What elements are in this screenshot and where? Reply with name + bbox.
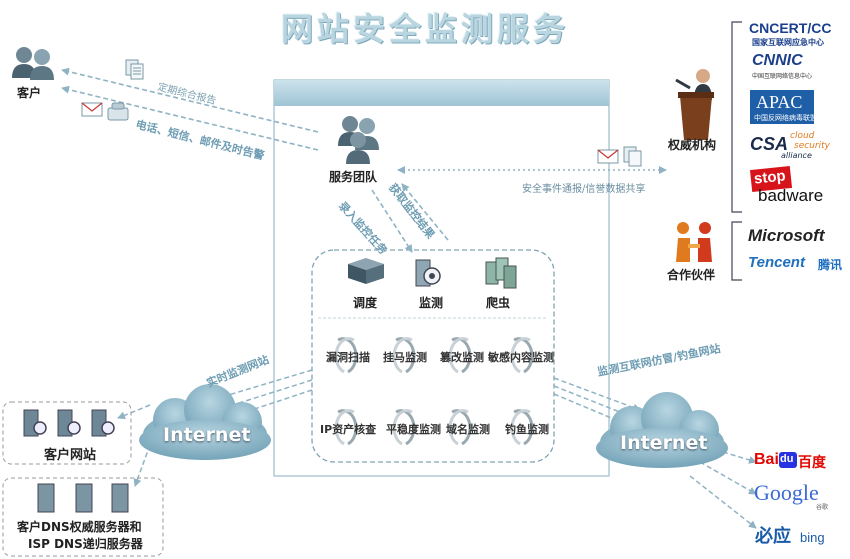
stop-logo-bg [749,165,793,193]
tencent-cn-logo: 腾讯 [818,258,843,272]
module-crawler-label: 爬虫 [486,296,511,310]
badware-logo: badware [758,186,824,205]
service-panel [311,249,555,463]
service-stability: 平稳度监测 [386,423,441,436]
baidu-du-bg [779,452,797,468]
service-domain: 域名监测 [446,423,490,436]
service-vuln-scan: 漏洞扫描 [326,351,370,364]
customer-icon [12,47,54,80]
page-title: 网站安全监测服务 [280,10,569,48]
csa-sub2: security [794,141,830,151]
authority-label: 权威机构 [668,138,717,152]
apac-logo: APAC [756,92,803,112]
module-monitor-label: 监测 [419,296,444,310]
service-trojan: 挂马监测 [383,351,427,364]
dns-label-line2: ISP DNS递归服务器 [28,537,143,551]
csa-logo: CSA [750,134,789,154]
phone-icon [107,102,129,121]
customer-site-label: 客户网站 [44,448,97,463]
report-icon [125,59,144,80]
authority-icon [675,69,714,140]
dns-box [2,477,164,557]
center-box-header [274,80,609,106]
bing-logo: bing [800,530,825,545]
input-arrow [371,189,413,253]
internet-cloud-left [139,384,271,460]
cncert-sub: 国家互联网应急中心 [752,38,824,47]
mail-icon [81,102,103,117]
internet-cloud-right [596,392,728,468]
team-label: 服务团队 [329,170,378,184]
cncert-logo: CNCERT/CC [749,20,832,36]
report-arrow [61,67,319,133]
bing-cn-logo: 必应 [755,526,791,547]
schedule-icon [348,258,384,284]
service-ip-asset: IP资产核查 [320,423,377,436]
share-mail-icon [597,149,619,164]
cnnic-sub: 中国互联网络信息中心 [752,73,813,80]
stop-logo: stop [753,167,787,188]
baidu-logo-du: du [780,453,794,465]
baidu-logo-b: 百度 [798,455,826,471]
cnnic-logo: CNNIC [752,52,803,69]
service-sensitive: 敏感内容监测 [488,351,554,364]
site-server-icons [23,409,115,437]
tencent-logo: Tencent [748,254,805,271]
customer-site-box [2,401,132,465]
share-label: 安全事件通报/信誉数据共享 [522,184,646,195]
apac-sub: 中国反网络病毒联盟 [754,114,817,122]
internet-left-label: Internet [163,424,251,446]
google-logo: Google [754,480,819,505]
center-box [273,79,610,477]
csa-sub3: alliance [781,151,812,160]
monitor-icon [415,259,441,287]
share-doc-icon [623,146,642,167]
baidu-logo-a: Bai [754,451,779,468]
customer-label: 客户 [17,86,42,100]
crawler-icon [485,257,517,289]
service-phishing: 钓鱼监测 [505,423,549,436]
module-schedule-label: 调度 [353,296,378,310]
csa-sub1: cloud [790,131,815,141]
microsoft-logo: Microsoft [748,226,825,245]
dns-label-line1: 客户DNS权威服务器和 [17,520,142,534]
internet-right-label: Internet [620,432,708,454]
alert-arrow [61,85,319,151]
google-cn-logo: 谷歌 [816,504,829,511]
team-icon [338,116,379,164]
dns-server-icons [37,483,129,513]
partner-label: 合作伙伴 [667,268,716,282]
service-tamper: 篡改监测 [440,351,484,364]
partner-icon [676,222,712,262]
apac-logo-bg [750,90,814,124]
fetch-arrow [401,183,449,241]
